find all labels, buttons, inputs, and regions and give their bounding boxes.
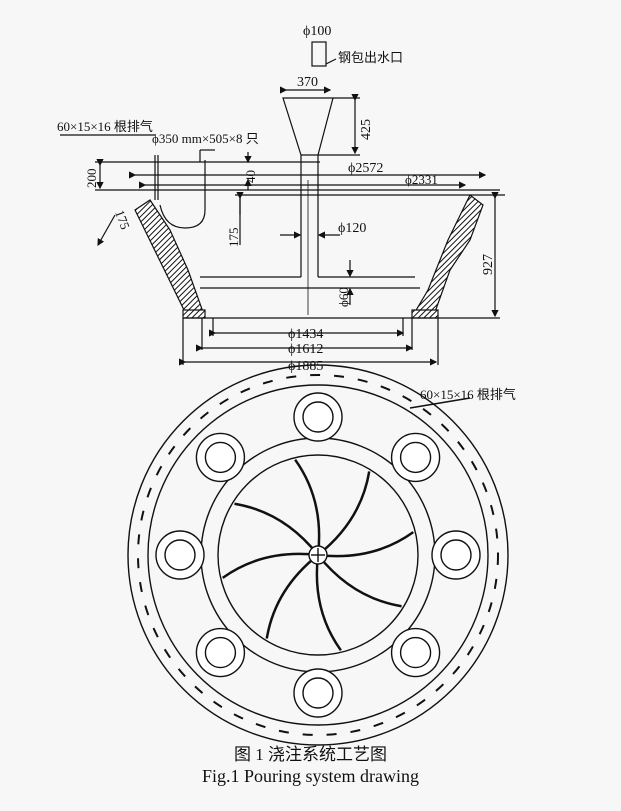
dim-200: 200 xyxy=(84,169,99,189)
dim-175-wall: 175 xyxy=(112,208,133,231)
riser-boss xyxy=(204,441,237,474)
nozzle xyxy=(311,41,327,67)
dim-40: 40 xyxy=(243,170,258,183)
curved-runner xyxy=(234,502,319,556)
riser-boss xyxy=(204,636,237,669)
curved-runner xyxy=(265,554,319,639)
riser-label: ϕ350 mm×505×8 只 xyxy=(152,131,259,146)
curved-runner xyxy=(317,531,415,558)
dim-1434: ϕ1434 xyxy=(288,327,323,342)
dim-1885: ϕ1885 xyxy=(288,359,323,374)
riser-boss xyxy=(399,636,432,669)
funnel-width-label: 370 xyxy=(297,75,318,90)
curved-runner xyxy=(294,458,321,556)
dim-1612: ϕ1612 xyxy=(288,342,323,357)
dim-927: 927 xyxy=(481,254,496,275)
riser-boss xyxy=(440,539,472,571)
riser-boss xyxy=(302,401,334,433)
right-wall xyxy=(413,194,484,313)
top-view xyxy=(127,364,509,746)
riser-boss xyxy=(164,539,196,571)
riser xyxy=(159,160,206,229)
top-vent-label: 60×15×16 根排气 xyxy=(420,387,516,402)
nozzle-dia-label: ϕ100 xyxy=(303,24,331,39)
curved-runner xyxy=(317,471,371,556)
curved-runner xyxy=(315,554,342,652)
caption-en: Fig.1 Pouring system drawing xyxy=(201,766,419,786)
dim-2572: ϕ2572 xyxy=(348,161,383,176)
riser-boss xyxy=(399,441,432,474)
dim-175-riser: 175 xyxy=(226,228,241,248)
funnel-height-label: 425 xyxy=(359,119,374,140)
riser-boss xyxy=(302,677,334,709)
nozzle-label: 钢包出水口 xyxy=(338,50,403,65)
dim-2331: ϕ2331 xyxy=(405,172,438,187)
pouring-cup xyxy=(282,97,334,156)
vent-label: 60×15×16 根排气 xyxy=(57,119,153,134)
outer-ring xyxy=(127,364,509,746)
curved-runner xyxy=(317,554,402,608)
dim-60: ϕ60 xyxy=(336,287,351,307)
left-wall xyxy=(134,199,204,313)
curved-runner xyxy=(221,552,319,579)
caption-cn: 图 1 浇注系统工艺图 xyxy=(234,745,387,764)
dim-120: ϕ120 xyxy=(338,221,366,236)
side-view xyxy=(60,41,505,366)
